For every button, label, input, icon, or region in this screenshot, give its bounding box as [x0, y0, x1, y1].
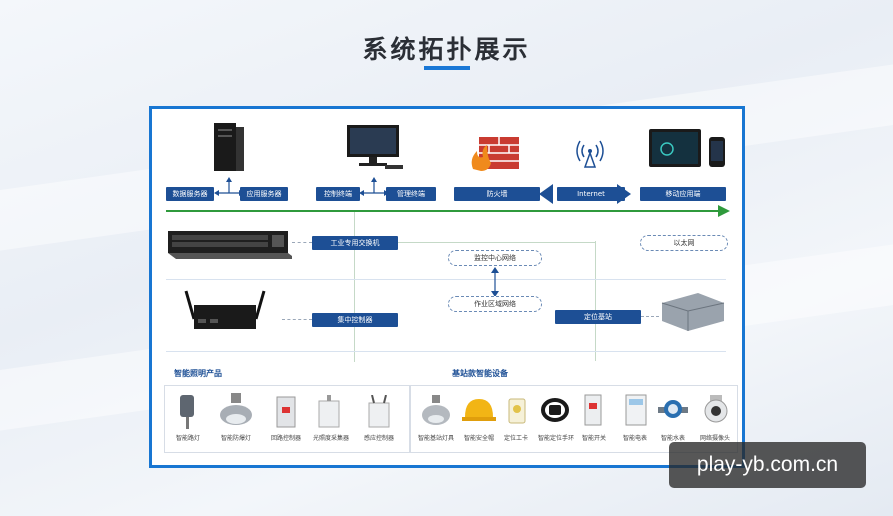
base-station-lamp-icon: [422, 395, 450, 425]
backbone-arrowhead-icon: [718, 205, 730, 217]
base-device-label: 智能基站灯具: [417, 435, 454, 442]
vertical-connector: [354, 212, 355, 362]
lighting-section-title: 智能照明产品: [174, 369, 222, 378]
server-tower-icon: [214, 123, 244, 171]
base-device-label: 智能开关: [581, 435, 606, 442]
safety-helmet-icon: [462, 399, 496, 421]
work-area-net-label: 作业区域网络: [448, 296, 542, 312]
positioning-badge-icon: [508, 398, 526, 424]
control-terminal-label: 控制终端: [316, 187, 360, 201]
row-divider: [166, 279, 726, 280]
vertical-double-arrow-icon: [491, 267, 499, 297]
base-device-label: 智能水表: [660, 435, 685, 442]
lighting-device-label: 回路控制器: [270, 435, 301, 442]
page-title: 系统拓扑展示: [362, 35, 531, 64]
dashed-connector: [641, 316, 659, 317]
base-device-label: 网络摄像头: [699, 435, 730, 442]
sensor-controller-icon: [368, 395, 390, 428]
base-device-label: 智能安全帽: [463, 435, 494, 442]
network-line: [398, 242, 596, 243]
mgmt-terminal-label: 管理终端: [386, 187, 436, 201]
app-server-label: 应用服务器: [240, 187, 288, 201]
ethernet-label: 以太网: [640, 235, 728, 251]
monitor-center-net-label: 监控中心网络: [448, 250, 542, 266]
mobile-devices-icon: [649, 129, 725, 167]
row-divider: [166, 351, 726, 352]
title-underline: [424, 66, 470, 70]
lighting-device-label: 智能防爆灯: [220, 435, 251, 442]
network-camera-icon: [704, 395, 728, 423]
watermark: play-yb.com.cn: [669, 442, 866, 488]
vertical-connector: [595, 241, 596, 361]
smart-electric-meter-icon: [625, 394, 647, 426]
backbone-line: [166, 210, 726, 212]
smart-switch-icon: [584, 394, 602, 426]
firewall-label: 防火墙: [454, 187, 540, 201]
bidirectional-arrow-icon: [359, 177, 389, 196]
positioning-station-label: 定位基站: [555, 310, 641, 324]
base-device-label: 智能定位手环: [537, 435, 574, 442]
base-device-label: 智能电表: [622, 435, 647, 442]
mobile-app-label: 移动应用端: [640, 187, 726, 201]
internet-double-arrow-icon: [539, 184, 631, 204]
dashed-connector: [282, 319, 312, 320]
street-light-icon: [180, 395, 194, 429]
db-server-label: 数据服务器: [166, 187, 214, 201]
base-device-label: 定位工卡: [503, 435, 528, 442]
explosion-proof-light-icon: [220, 393, 252, 425]
central-controller-icon: [184, 290, 266, 329]
lighting-device-label: 光照度采集器: [312, 435, 349, 442]
lighting-device-label: 智能路灯: [175, 435, 200, 442]
topology-frame: 数据服务器 应用服务器 控制终端 管理终端 防火墙 Internet 移动应用端: [149, 106, 745, 468]
lighting-device-label: 感应控制器: [363, 435, 394, 442]
industrial-switch-label: 工业专用交换机: [312, 236, 398, 250]
bidirectional-arrow-icon: [214, 177, 244, 196]
positioning-base-station-icon: [661, 293, 725, 331]
smart-water-meter-icon: [658, 400, 688, 418]
smart-wristband-icon: [541, 398, 569, 422]
dashed-connector: [292, 242, 312, 243]
firewall-icon: [471, 137, 519, 171]
central-controller-label: 集中控制器: [312, 313, 398, 327]
network-switch-icon: [168, 231, 292, 259]
base-devices-section-title: 基站款智能设备: [452, 369, 508, 378]
wireless-antenna-icon: [576, 140, 604, 168]
illuminance-collector-icon: [318, 395, 340, 428]
desktop-computer-icon: [347, 125, 403, 169]
internet-label: Internet: [557, 187, 625, 201]
circuit-controller-icon: [276, 396, 296, 428]
